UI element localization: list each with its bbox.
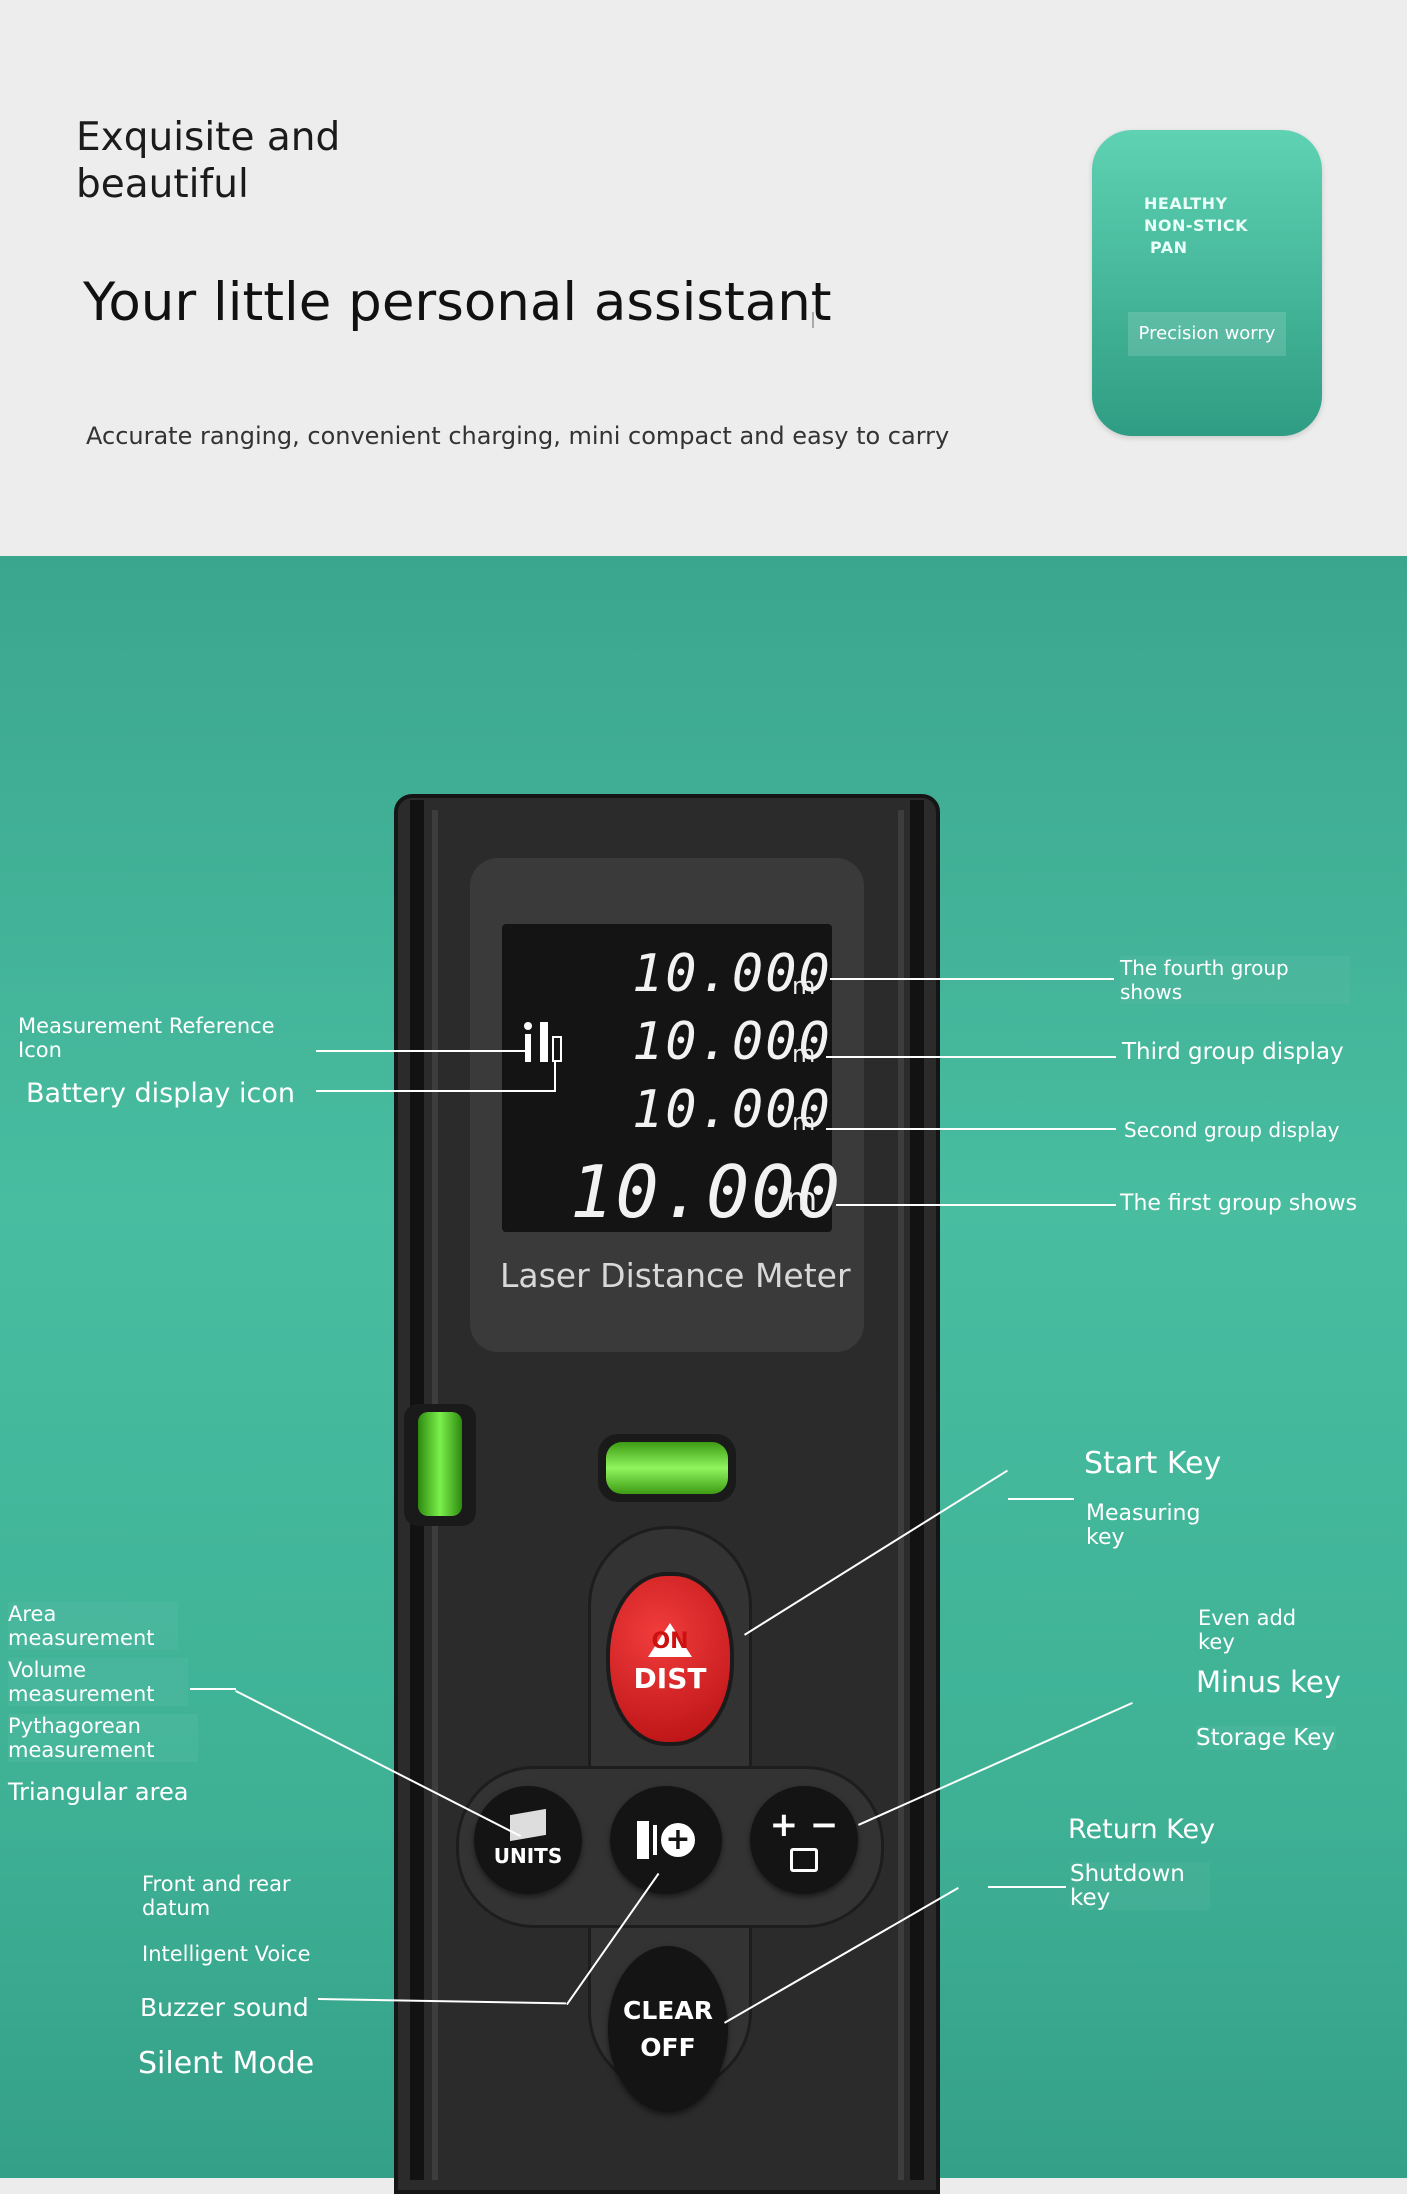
leader-fourth	[830, 978, 1114, 980]
clear-label: CLEAR	[623, 1996, 713, 2025]
reference-add-icon: +	[637, 1821, 695, 1859]
small-heading: Exquisite and beautiful	[76, 115, 341, 207]
vertical-bubble-level	[418, 1412, 462, 1516]
units-button[interactable]: UNITS	[474, 1786, 582, 1894]
label-first: The first group shows	[1120, 1191, 1358, 1216]
arrow-up-icon	[653, 1825, 657, 1855]
cursor-tick	[812, 312, 814, 328]
label-minus: Minus key	[1196, 1665, 1341, 1699]
badge-card	[1092, 130, 1322, 436]
label-buzzer: Buzzer sound	[140, 1993, 309, 2022]
off-label: OFF	[640, 2033, 696, 2062]
clear-off-button[interactable]: CLEAR OFF	[608, 1946, 728, 2112]
right-rail-highlight	[898, 810, 904, 2180]
reference-plus-button[interactable]: +	[610, 1786, 722, 1894]
unit-third: m	[792, 1040, 816, 1068]
label-fourth: The fourth group shows	[1120, 956, 1350, 1004]
leader-reference	[316, 1050, 526, 1052]
label-even-add: Even add key	[1198, 1606, 1297, 1654]
lcd-display	[502, 924, 832, 1232]
plus-minus-storage-button[interactable]: + −	[750, 1786, 858, 1894]
reading-first: 10.000	[570, 1150, 843, 1234]
on-dist-button[interactable]: ON DIST	[606, 1572, 734, 1746]
leader-units-tail	[190, 1688, 236, 1690]
leader-first	[836, 1204, 1116, 1206]
label-area: Area measurement	[8, 1602, 178, 1650]
label-triangular: Triangular area	[8, 1778, 189, 1806]
reading-fourth: 10.000	[632, 944, 832, 1004]
label-third: Third group display	[1122, 1039, 1344, 1065]
leader-third	[826, 1056, 1116, 1058]
label-pythagorean: Pythagorean measurement	[8, 1714, 198, 1762]
brand-label: Laser Distance Meter	[500, 1256, 851, 1295]
label-front-rear: Front and rear datum	[142, 1872, 291, 1920]
label-measurement-reference: Measurement Reference Icon	[18, 1014, 275, 1062]
unit-fourth: m	[792, 972, 816, 1000]
unit-first: m	[786, 1180, 818, 1218]
reading-second: 10.000	[632, 1080, 832, 1140]
ruler-bar-icon	[540, 1022, 548, 1062]
leader-battery-riser	[554, 1062, 556, 1092]
horizontal-bubble-level	[606, 1442, 728, 1494]
cube-icon	[510, 1808, 546, 1842]
label-return: Return Key	[1068, 1814, 1216, 1845]
plus-minus-label: + −	[769, 1805, 839, 1845]
badge-pill: Precision worry	[1128, 312, 1286, 356]
badge-line-2: NON-STICK	[1144, 216, 1249, 235]
plus-circle-icon: +	[661, 1823, 695, 1857]
on-label: ON	[651, 1629, 689, 1654]
leader-battery	[316, 1090, 556, 1092]
leader-second	[826, 1128, 1116, 1130]
label-voice: Intelligent Voice	[142, 1942, 311, 1966]
label-battery: Battery display icon	[26, 1078, 295, 1109]
badge-line-1: HEALTHY	[1144, 194, 1228, 213]
label-second: Second group display	[1124, 1118, 1340, 1142]
label-measuring: Measuring key	[1086, 1501, 1201, 1550]
reading-third: 10.000	[632, 1012, 832, 1072]
battery-icon	[552, 1036, 562, 1062]
subtitle: Accurate ranging, convenient charging, m…	[86, 422, 950, 450]
label-storage: Storage Key	[1196, 1725, 1336, 1751]
leader-clear-tail	[988, 1886, 1066, 1888]
main-heading: Your little personal assistant	[83, 272, 832, 333]
dist-label: DIST	[633, 1662, 707, 1695]
leader-start-tail	[1008, 1498, 1074, 1500]
label-shutdown: Shutdown key	[1070, 1862, 1210, 1910]
label-start: Start Key	[1084, 1446, 1222, 1481]
right-rail	[910, 800, 924, 2180]
badge-line-3: PAN	[1150, 238, 1188, 257]
units-label: UNITS	[493, 1844, 563, 1868]
floppy-save-icon	[790, 1848, 818, 1872]
unit-second: m	[792, 1108, 816, 1136]
label-volume: Volume measurement	[8, 1658, 188, 1706]
ruler-icon	[637, 1821, 649, 1859]
measurement-reference-icon	[524, 1022, 532, 1062]
triangle-icon	[648, 1623, 692, 1657]
label-silent: Silent Mode	[138, 2046, 315, 2081]
